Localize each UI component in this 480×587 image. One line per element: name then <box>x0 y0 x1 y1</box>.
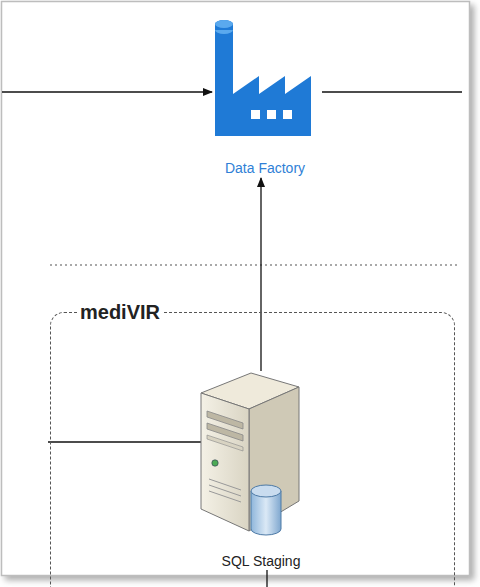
outbound-line <box>322 91 462 92</box>
inbound-arrow <box>48 441 210 442</box>
network-region: mediVIRSQL Staging <box>50 312 455 587</box>
zone-divider <box>50 264 460 265</box>
data-flow-arrow <box>260 178 261 371</box>
data-factory-icon: Data Factory <box>193 18 337 176</box>
outbound-line <box>266 570 267 587</box>
node-label: mediVIR <box>77 300 163 324</box>
sql-server-icon: SQL Staging <box>189 371 333 569</box>
frame <box>2 2 470 576</box>
node-label: Data Factory <box>193 160 337 176</box>
node-label: SQL Staging <box>179 553 343 569</box>
inbound-arrow <box>2 91 212 92</box>
